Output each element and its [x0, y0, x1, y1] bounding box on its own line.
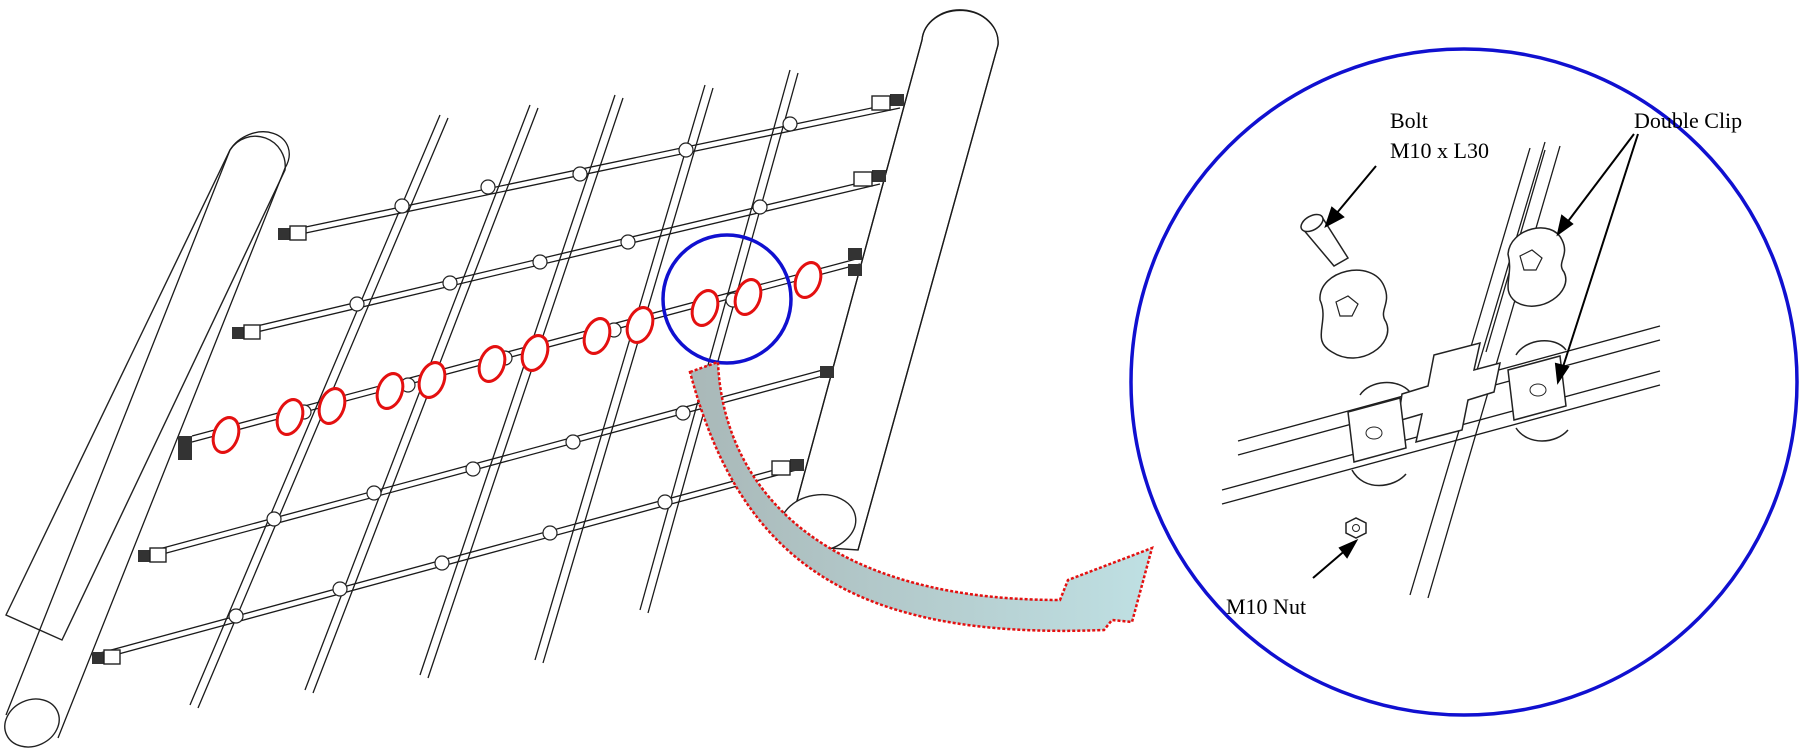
lower-clip-right [1507, 339, 1569, 442]
lower-clip-left [1347, 381, 1411, 487]
detail-callout-arrow [688, 360, 1154, 633]
nut-icon [1345, 517, 1367, 539]
bolt-label: Bolt [1390, 108, 1428, 133]
right-support-pipe [779, 9, 999, 553]
left-support-pipe [4, 131, 290, 748]
double-clip-label: Double Clip [1634, 108, 1742, 133]
cable-net [92, 69, 904, 709]
nut-label: M10 Nut [1226, 594, 1306, 619]
detail-callout-circle [661, 233, 793, 365]
detail-view: Bolt M10 x L30 Double Clip M10 Nut [1129, 47, 1799, 717]
bolt-icon [1300, 213, 1350, 267]
cable-end-anchors [92, 94, 904, 665]
leader-arrows [1312, 133, 1639, 579]
double-clip-icon-right [1507, 227, 1567, 307]
cross-plate [1397, 341, 1501, 444]
highlighted-double-clips [211, 261, 823, 454]
bolt-size-label: M10 x L30 [1390, 138, 1489, 163]
double-clip-icon [1319, 269, 1389, 359]
